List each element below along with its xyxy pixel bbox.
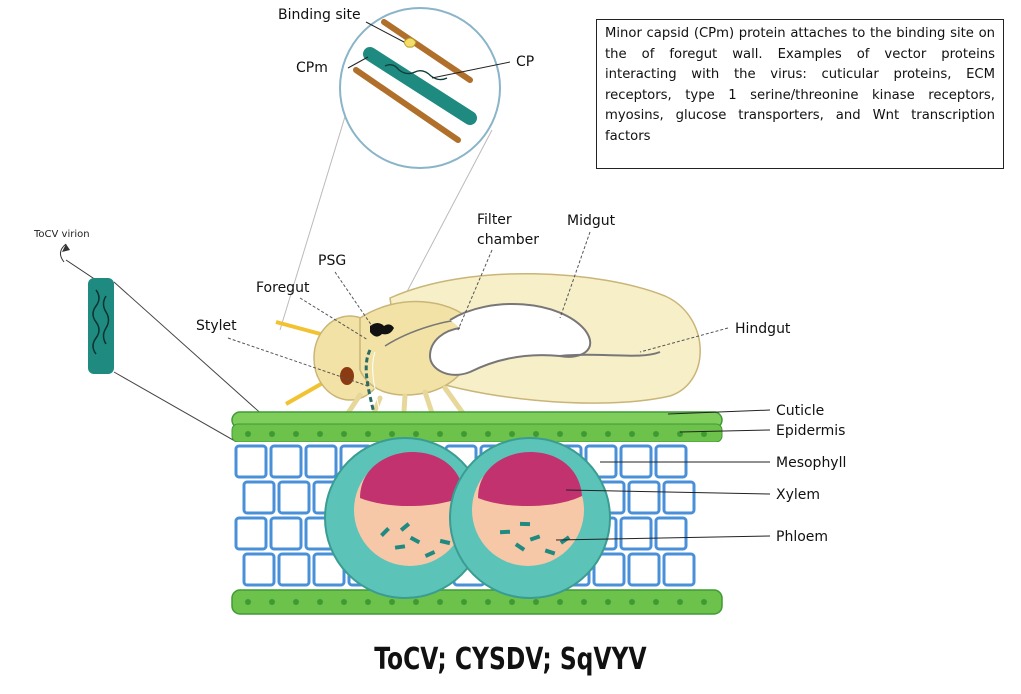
epidermis-nucleus	[461, 599, 467, 605]
mesophyll-cell	[279, 482, 309, 513]
mesophyll-cell	[664, 482, 694, 513]
virion-pointer-line	[66, 260, 96, 280]
epidermis-nucleus	[581, 599, 587, 605]
epidermis-nucleus	[581, 431, 587, 437]
mesophyll-cell	[621, 518, 651, 549]
mesophyll-cell	[271, 446, 301, 477]
mesophyll-cell	[629, 482, 659, 513]
epidermis-nucleus	[341, 431, 347, 437]
epidermis-nucleus	[269, 431, 275, 437]
epidermis-nucleus	[365, 599, 371, 605]
epidermis-nucleus	[629, 599, 635, 605]
epidermis-nucleus	[365, 431, 371, 437]
mesophyll-cell	[306, 446, 336, 477]
cpm-binding-note: Minor capsid (CPm) protein attaches to t…	[596, 19, 1004, 169]
mesophyll-cell	[656, 518, 686, 549]
psg-label: PSG	[318, 253, 346, 269]
virion-particle	[500, 530, 510, 535]
mesophyll-cell	[279, 554, 309, 585]
epidermis-nucleus	[605, 431, 611, 437]
epidermis-nucleus	[533, 599, 539, 605]
epidermis-nucleus	[317, 599, 323, 605]
epidermis-nucleus	[245, 599, 251, 605]
epidermis-nucleus	[605, 599, 611, 605]
epidermis-bottom	[232, 590, 722, 614]
mesophyll-cell	[271, 518, 301, 549]
zoom-guide-line-left	[280, 110, 347, 330]
epidermis-nucleus	[245, 431, 251, 437]
mesophyll-cell	[244, 482, 274, 513]
cuticle-label: Cuticle	[776, 403, 824, 419]
epidermis-nucleus	[389, 431, 395, 437]
leaf-cross-section	[232, 412, 722, 614]
epidermis-top	[232, 424, 722, 442]
epidermis-nucleus	[509, 599, 515, 605]
epidermis-nucleus	[653, 599, 659, 605]
epidermis-nucleus	[389, 599, 395, 605]
epidermis-nucleus	[557, 599, 563, 605]
mesophyll-cell	[664, 554, 694, 585]
mesophyll-cell	[244, 554, 274, 585]
epidermis-nucleus	[269, 599, 275, 605]
binding-site-icon	[404, 38, 416, 47]
mesophyll-cell	[629, 554, 659, 585]
filter-label-line2: chamber	[477, 232, 539, 248]
epidermis-nucleus	[677, 599, 683, 605]
hindgut-label: Hindgut	[735, 321, 791, 337]
epidermis-nucleus	[509, 431, 515, 437]
epidermis-nucleus	[413, 599, 419, 605]
xylem-label: Xylem	[776, 487, 820, 503]
tocv-virion-label: ToCV virion	[33, 229, 90, 240]
virion-particle	[520, 522, 530, 526]
epidermis-nucleus	[629, 431, 635, 437]
epidermis-nucleus	[437, 431, 443, 437]
epidermis-nucleus	[317, 431, 323, 437]
cp-label: CP	[516, 54, 534, 70]
epidermis-nucleus	[533, 431, 539, 437]
epidermis-nucleus	[485, 431, 491, 437]
epidermis-label: Epidermis	[776, 423, 845, 439]
epidermis-nucleus	[485, 599, 491, 605]
filter-label-line1: Filter	[477, 212, 512, 228]
epidermis-nucleus	[437, 599, 443, 605]
epidermis-nucleus	[293, 431, 299, 437]
epidermis-nucleus	[413, 431, 419, 437]
midgut-label: Midgut	[567, 213, 616, 229]
vascular-bundle-right	[450, 438, 610, 598]
stylet-label: Stylet	[196, 318, 237, 334]
phloem-label: Phloem	[776, 529, 828, 545]
virus-caption: ToCV; CYSDV; SqVYV	[112, 642, 908, 677]
insect-eye	[340, 367, 354, 385]
epidermis-nucleus	[701, 599, 707, 605]
binding-site-label: Binding site	[278, 7, 361, 23]
arrowhead-icon	[62, 244, 70, 252]
cpm-label: CPm	[296, 60, 328, 76]
mesophyll-label: Mesophyll	[776, 455, 846, 471]
epidermis-nucleus	[293, 599, 299, 605]
virion-rod-icon	[88, 278, 114, 374]
epidermis-nucleus	[557, 431, 563, 437]
foregut-label: Foregut	[256, 280, 310, 296]
epidermis-nucleus	[653, 431, 659, 437]
mesophyll-cell	[236, 518, 266, 549]
mesophyll-cell	[236, 446, 266, 477]
epidermis-nucleus	[341, 599, 347, 605]
epidermis-nucleus	[461, 431, 467, 437]
